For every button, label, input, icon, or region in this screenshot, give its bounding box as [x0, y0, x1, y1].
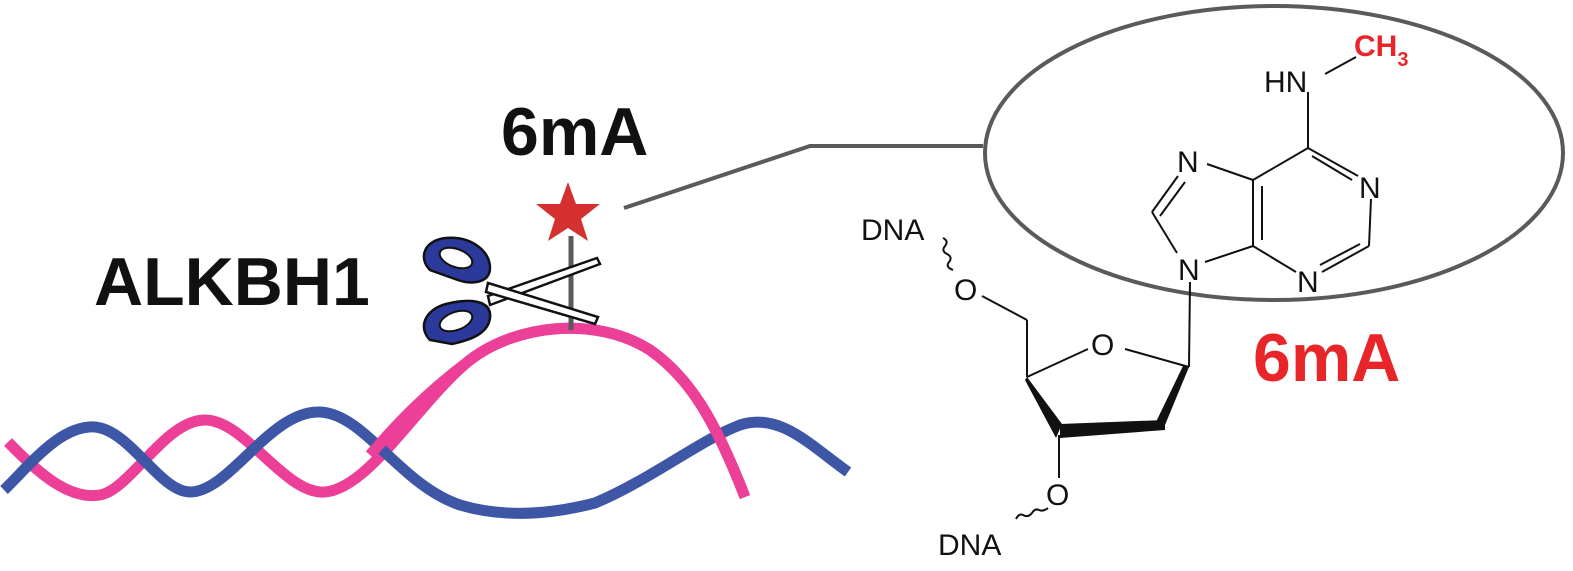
mark-label-top: 6mA	[501, 94, 648, 170]
highlight-ellipse	[983, 4, 1565, 302]
dna-strand-pink	[4, 322, 751, 502]
atom-n7: N	[1177, 146, 1199, 179]
atom-n9: N	[1178, 254, 1200, 287]
label-dna-top: DNA	[861, 214, 924, 247]
dna-strand-pink-crossing	[365, 322, 751, 499]
star-icon	[536, 182, 600, 241]
atom-o-ring: O	[1091, 329, 1114, 362]
scissors-icon	[422, 236, 602, 346]
atom-n3: N	[1297, 266, 1319, 299]
mark-label-red: 6mA	[1253, 320, 1400, 396]
dna-strand-blue	[0, 406, 852, 519]
atom-o5: O	[954, 274, 977, 307]
atom-methyl: CH3	[1354, 30, 1408, 71]
atom-labels: HN CH3 N N N N O O O DNA DNA	[861, 30, 1408, 562]
atom-hn: HN	[1264, 66, 1307, 99]
enzyme-label: ALKBH1	[94, 244, 370, 320]
dna-double-helix	[0, 322, 852, 519]
atom-o3: O	[1046, 479, 1069, 512]
connector-line	[623, 144, 983, 210]
label-dna-bottom: DNA	[938, 529, 1001, 562]
atom-n1: N	[1359, 172, 1381, 205]
nucleoside-structure	[942, 56, 1372, 520]
